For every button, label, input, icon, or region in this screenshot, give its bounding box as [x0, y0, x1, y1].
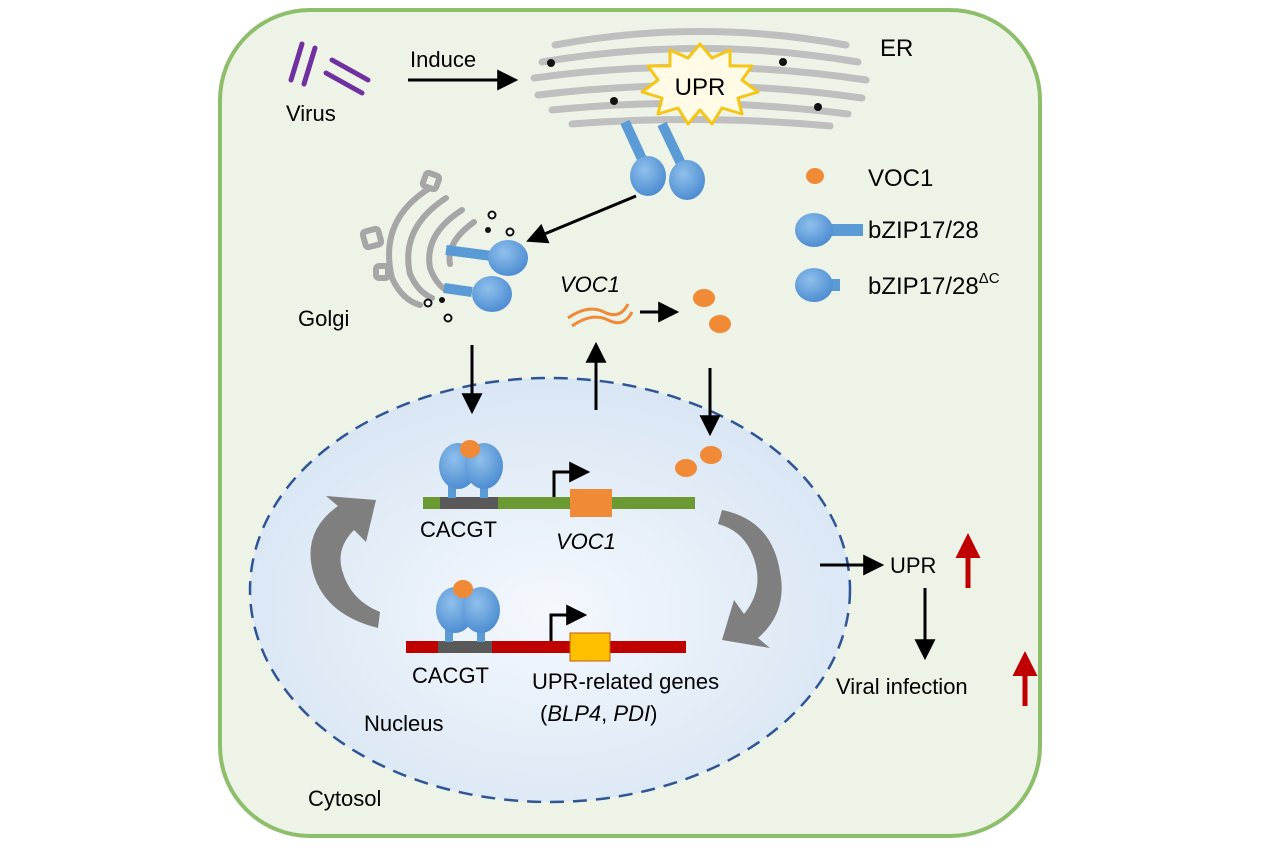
ribosome-dot: [610, 97, 618, 105]
tss-arrow-bottom: [549, 604, 588, 641]
legend: VOC1 bZIP17/28 bZIP17/28ΔC: [795, 165, 1000, 302]
upr-burst-icon: [640, 42, 760, 126]
ribosome-dot: [814, 103, 822, 111]
voc1-gene-label: VOC1: [556, 529, 616, 554]
virus-label: Virus: [286, 101, 336, 126]
cacgt-box-bottom: [438, 641, 492, 653]
golgi-organelle: [359, 169, 477, 308]
legend-bzip-label: bZIP17/28: [868, 217, 979, 244]
voc1-protein-nucleus: [675, 446, 722, 477]
upr-gene-box: [569, 632, 611, 662]
legend-bzip-dc-swatch: [795, 268, 833, 302]
voc1-gene-box: [570, 489, 612, 517]
golgi-label: Golgi: [298, 306, 349, 331]
bzip-on-er: [620, 119, 705, 200]
legend-bzip-swatch: [795, 213, 833, 247]
virus-icon: [288, 41, 371, 96]
bzip-dimer-top: [439, 440, 503, 498]
tss-arrow-top: [552, 461, 591, 497]
legend-bzip-dc-label: bZIP17/28ΔC: [868, 270, 1000, 300]
voc1-mrna-icon: [567, 303, 634, 328]
cacgt-label-bottom: CACGT: [412, 663, 489, 688]
er-to-golgi-arrow: [526, 194, 637, 244]
ribosome-dot: [779, 58, 787, 66]
induce-label: Induce: [410, 47, 476, 72]
upr-output-label: UPR: [890, 553, 936, 578]
voc1-protein-cytosol: [693, 289, 731, 333]
cacgt-box-top: [440, 497, 498, 509]
ribosome-dot: [547, 59, 555, 67]
er-label: ER: [880, 35, 913, 62]
upr-genes-examples: (BLP4, PDI): [540, 701, 657, 726]
bzip-dimer-bottom: [436, 580, 500, 642]
upr-genes-label: UPR-related genes: [532, 669, 719, 694]
bzip-in-golgi: [443, 240, 528, 312]
feedback-cycle-arrows: [310, 496, 782, 648]
cytosol-label: Cytosol: [308, 786, 381, 811]
voc1-mrna-label: VOC1: [560, 272, 620, 297]
golgi-vesicles: [423, 210, 515, 323]
upr-burst-label: UPR: [675, 74, 726, 101]
legend-voc1-label: VOC1: [868, 165, 933, 192]
legend-bzip-dc-sup: ΔC: [979, 270, 1000, 287]
nucleus-label: Nucleus: [364, 711, 443, 736]
legend-voc1-swatch: [806, 168, 824, 184]
viral-infection-label: Viral infection: [836, 674, 968, 699]
cacgt-label-top: CACGT: [420, 517, 497, 542]
nucleus: [248, 376, 852, 804]
